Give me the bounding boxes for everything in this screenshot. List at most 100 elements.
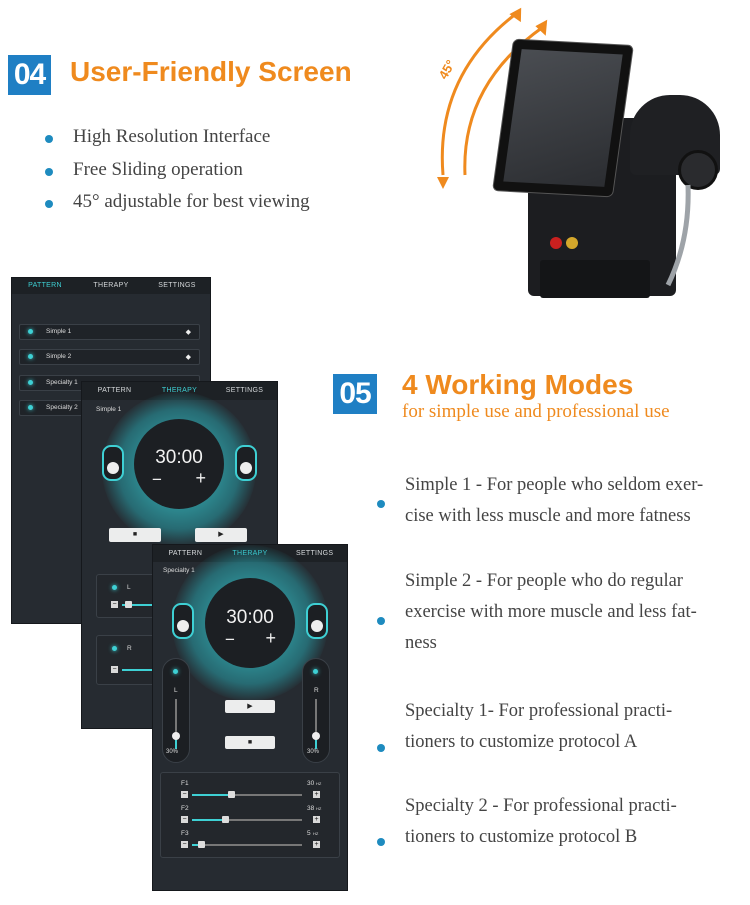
play-button[interactable]: ▶ [195, 528, 247, 542]
bullet-icon [45, 168, 53, 176]
timer-minus-button[interactable]: − [225, 630, 235, 649]
tab-pattern[interactable]: PATTERN [97, 387, 132, 394]
tab-settings[interactable]: SETTINGS [295, 550, 334, 557]
tab-bar: PATTERN THERAPY SETTINGS [82, 382, 277, 400]
mode-description: Simple 1 - For people who seldom exer- c… [405, 470, 703, 532]
stop-button[interactable]: ■ [225, 736, 275, 749]
knob-ball-icon [177, 620, 189, 632]
indicator-dot-icon [112, 585, 117, 590]
freq-row: F1 30 HZ − + [161, 780, 339, 800]
slider-track[interactable] [192, 844, 302, 846]
frequency-panel: F1 30 HZ − + F2 38 HZ − + F3 5 HZ − [160, 772, 340, 858]
tab-settings[interactable]: SETTINGS [225, 387, 264, 394]
vertical-slider-track[interactable] [175, 699, 177, 749]
section-05-subtitle: for simple use and professional use [402, 401, 670, 422]
freq-unit: HZ [316, 781, 322, 786]
mode-line: tioners to customize protocol A [405, 732, 638, 752]
plus-button[interactable]: + [313, 841, 320, 848]
indicator-dot-icon [28, 380, 33, 385]
tab-bar: PATTERN THERAPY SETTINGS [12, 278, 210, 294]
tab-pattern[interactable]: PATTERN [168, 550, 203, 557]
mode-line: tioners to customize protocol B [405, 827, 638, 847]
indicator-dot-icon [313, 669, 318, 674]
slider-fill [192, 794, 231, 796]
play-button[interactable]: ▶ [225, 700, 275, 713]
slider-handle[interactable] [197, 841, 205, 848]
bullet-icon [45, 200, 53, 208]
minus-button[interactable]: − [181, 816, 188, 823]
channel-left-label: L [174, 687, 178, 694]
timer-dial: 30:00 − + [205, 578, 295, 668]
bullet-icon [377, 500, 385, 508]
channel-left-label: L [127, 584, 131, 591]
slider-track[interactable] [122, 604, 162, 606]
intensity-knob-left-icon[interactable] [102, 445, 124, 481]
channel-right-label: R [127, 645, 132, 652]
indicator-dot-icon [28, 405, 33, 410]
slider-track[interactable] [192, 794, 302, 796]
mode-line: Simple 1 - For people who seldom exer- [405, 475, 704, 495]
tab-pattern[interactable]: PATTERN [28, 282, 62, 289]
slider-handle[interactable] [312, 732, 320, 740]
minus-button[interactable]: − [111, 666, 118, 673]
timer-plus-button[interactable]: + [195, 468, 206, 488]
mode-description: Specialty 2 - For professional practi- t… [405, 791, 677, 853]
knob-ball-icon [240, 462, 252, 474]
bullet-icon [377, 617, 385, 625]
slider-handle[interactable] [172, 732, 180, 740]
freq-row: F3 5 HZ − + [161, 830, 339, 850]
timer-display: 30:00 [226, 607, 274, 628]
freq-unit: HZ [313, 831, 319, 836]
minus-button[interactable]: − [181, 791, 188, 798]
device-base-panel [540, 260, 650, 298]
list-item[interactable]: Simple 1 ◆ [19, 324, 200, 340]
mode-description: Specialty 1- For professional practi- ti… [405, 696, 672, 758]
slider-track[interactable] [192, 819, 302, 821]
intensity-knob-right-icon[interactable] [235, 445, 257, 481]
tab-therapy[interactable]: THERAPY [161, 387, 198, 394]
plus-button[interactable]: + [313, 816, 320, 823]
mode-line: exercise with more muscle and less fat- [405, 602, 697, 622]
screen-therapy-specialty: PATTERN THERAPY SETTINGS Specialty 1 30:… [152, 544, 348, 891]
timer-plus-button[interactable]: + [265, 628, 276, 648]
freq-label: F3 [181, 830, 189, 837]
slider-handle[interactable] [227, 791, 235, 798]
channel-left-pill: L 30% [162, 658, 190, 763]
mode-label: Specialty 1 [163, 567, 195, 574]
minus-button[interactable]: − [181, 841, 188, 848]
slider-handle[interactable] [222, 816, 229, 823]
indicator-dot-icon [112, 646, 117, 651]
bullet-icon [45, 135, 53, 143]
stop-button[interactable]: ■ [109, 528, 161, 542]
layers-icon: ◆ [185, 354, 191, 361]
timer-minus-button[interactable]: − [152, 470, 162, 489]
feature-item: Free Sliding operation [73, 159, 243, 180]
tab-settings[interactable]: SETTINGS [158, 282, 196, 289]
knob-ball-icon [311, 620, 323, 632]
tab-therapy[interactable]: THERAPY [93, 282, 129, 289]
right-percent: 30% [307, 749, 320, 755]
channel-right-pill: R 30% [302, 658, 330, 763]
left-percent: 30% [166, 749, 179, 755]
minus-button[interactable]: − [111, 601, 118, 608]
bullet-icon [377, 838, 385, 846]
freq-label: F2 [181, 805, 189, 812]
slider-fill [192, 844, 201, 846]
vertical-slider-track[interactable] [315, 699, 317, 749]
slider-track[interactable] [122, 669, 162, 671]
intensity-knob-right-icon[interactable] [306, 603, 328, 639]
indicator-dot-icon [28, 329, 33, 334]
section-05-title: 4 Working Modes [402, 369, 634, 400]
section-05-badge: 05 [333, 374, 377, 414]
plus-button[interactable]: + [313, 791, 320, 798]
vertical-slider-fill [315, 736, 317, 749]
mode-line: Specialty 1- For professional practi- [405, 701, 673, 721]
key-switch-icon [566, 237, 578, 249]
device-image [492, 38, 730, 300]
mode-description: Simple 2 - For people who do regular exe… [405, 566, 697, 659]
list-item-label: Specialty 2 [46, 404, 78, 411]
list-item[interactable]: Simple 2 ◆ [19, 349, 200, 365]
slider-handle[interactable] [125, 601, 132, 608]
intensity-knob-left-icon[interactable] [172, 603, 194, 639]
mode-line: ness [405, 633, 437, 653]
